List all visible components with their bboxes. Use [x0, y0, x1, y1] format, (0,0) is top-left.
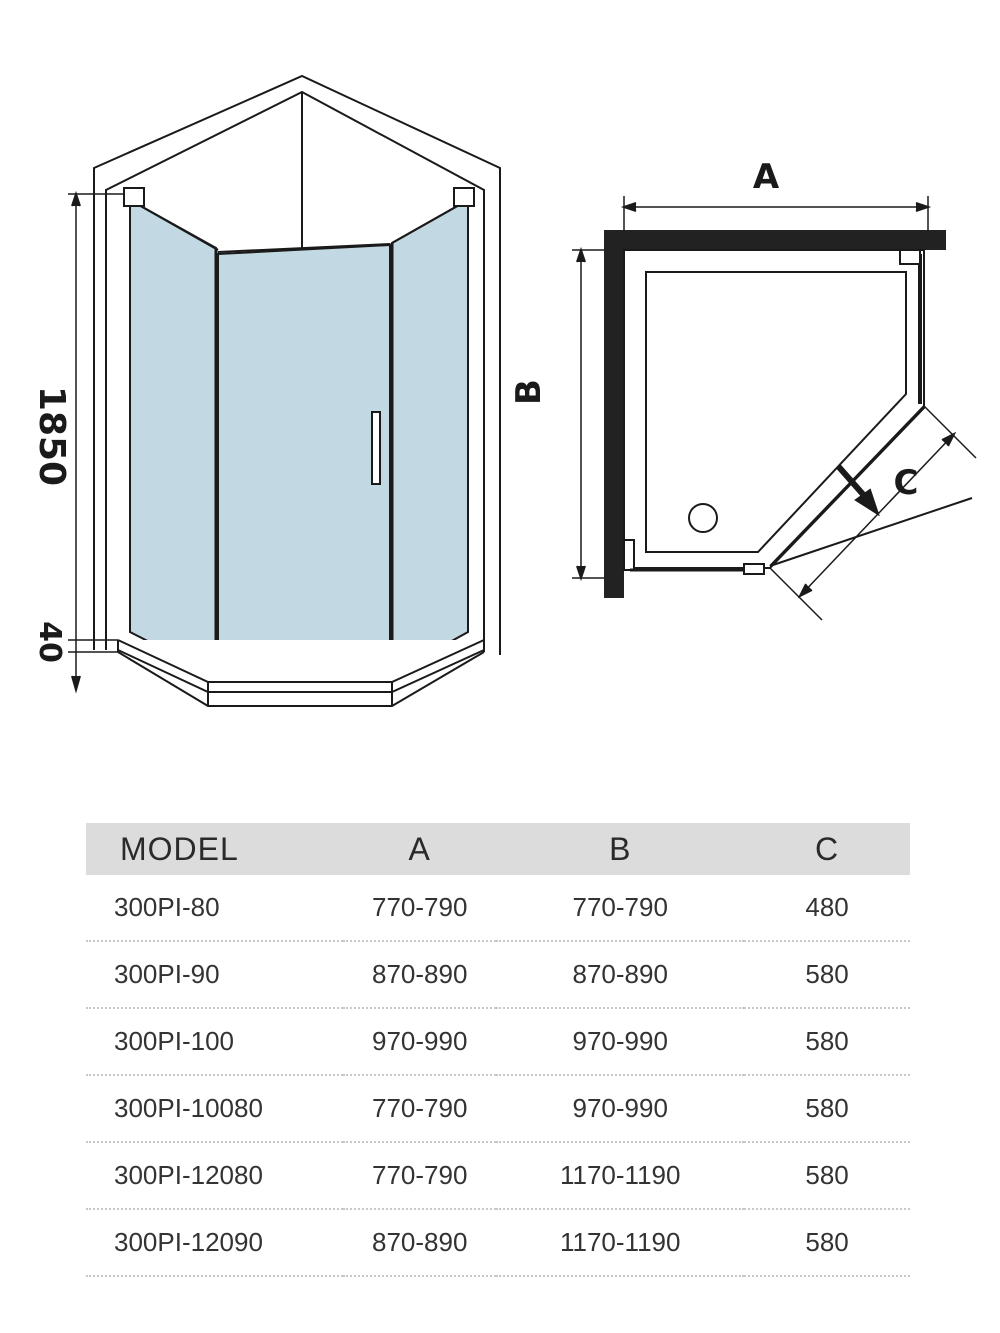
cell-a: 870-890	[343, 941, 497, 1009]
cell-b: 770-790	[496, 875, 745, 942]
plan-door-closed	[769, 405, 925, 567]
cell-c: 580	[744, 1209, 910, 1277]
shower-tray-top	[117, 639, 485, 683]
dim-label-c: C	[894, 463, 919, 503]
table-row: 300PI-100 970-990 970-990 580	[86, 1008, 910, 1076]
table-row: 300PI-12080 770-790 1170-1190 580	[86, 1142, 910, 1210]
cell-c: 580	[744, 1075, 910, 1143]
plan-hinge	[743, 563, 765, 575]
dim-c-arrow-bottom	[797, 583, 813, 599]
glass-door-panel	[217, 243, 391, 679]
wall-bracket-right	[453, 187, 475, 207]
cell-a: 970-990	[343, 1008, 497, 1076]
dim-b-arrow-bottom	[576, 565, 586, 582]
plan-tray-basin	[645, 271, 907, 553]
dim-label-a: A	[753, 157, 780, 197]
cell-b: 1170-1190	[496, 1142, 745, 1210]
plan-tray-outline	[623, 249, 925, 569]
top-edge-right	[391, 199, 469, 244]
header-a: A	[343, 823, 497, 875]
entry-arrow-head	[854, 488, 880, 517]
header-b: B	[496, 823, 745, 875]
plan-right-profile	[899, 249, 921, 265]
dim-height-arrow-bottom	[71, 675, 81, 694]
dim-label-b: B	[509, 379, 549, 405]
cell-model: 300PI-80	[86, 875, 344, 942]
cell-c: 580	[744, 1008, 910, 1076]
top-edge-left	[129, 199, 219, 251]
dim-label-40: 40	[32, 621, 67, 663]
cell-b: 870-890	[496, 941, 745, 1009]
cell-c: 580	[744, 1142, 910, 1210]
cell-a: 770-790	[343, 1075, 497, 1143]
cell-model: 300PI-100	[86, 1008, 344, 1076]
cell-model: 300PI-12080	[86, 1142, 344, 1210]
plan-wall-left	[604, 230, 624, 598]
table-row: 300PI-10080 770-790 970-990 580	[86, 1075, 910, 1143]
shower-enclosure-diagram: 1850 40	[31, 74, 977, 707]
cell-c: 580	[744, 941, 910, 1009]
table-header-row: MODEL A B C	[86, 823, 910, 875]
cell-model: 300PI-90	[86, 941, 344, 1009]
cell-a: 870-890	[343, 1209, 497, 1277]
perspective-view	[68, 74, 501, 707]
plan-wall-top	[604, 230, 946, 250]
dim-c-line	[799, 433, 955, 597]
dim-label-1850: 1850	[31, 386, 72, 486]
cell-a: 770-790	[343, 875, 497, 942]
dim-c-ext-bottom	[769, 567, 823, 621]
model-spec-table: MODEL A B C 300PI-80 770-790 770-790 480…	[86, 823, 910, 1277]
dim-c-ext-top	[923, 405, 977, 459]
cell-b: 1170-1190	[496, 1209, 745, 1277]
plan-view	[572, 196, 977, 621]
plan-drain	[688, 503, 718, 533]
dim-a-arrow-left	[620, 202, 637, 212]
glass-left-panel	[129, 198, 217, 678]
cell-model: 300PI-10080	[86, 1075, 344, 1143]
table-row: 300PI-80 770-790 770-790 480	[86, 875, 910, 942]
door-handle	[371, 411, 381, 485]
cell-b: 970-990	[496, 1075, 745, 1143]
plan-left-profile	[623, 539, 635, 571]
header-c: C	[744, 823, 910, 875]
dim-a-arrow-right	[915, 202, 932, 212]
cell-b: 970-990	[496, 1008, 745, 1076]
wall-outline-outer	[93, 74, 501, 655]
dim-height-arrow-top	[71, 190, 81, 207]
cell-model: 300PI-12090	[86, 1209, 344, 1277]
plan-door-open	[769, 497, 973, 567]
shower-tray-base	[117, 651, 485, 707]
table-row: 300PI-12090 870-890 1170-1190 580	[86, 1209, 910, 1277]
wall-bracket-left	[123, 187, 145, 207]
cell-a: 770-790	[343, 1142, 497, 1210]
header-model: MODEL	[86, 823, 344, 875]
shower-tray-bottom	[117, 649, 485, 693]
top-edge-mid	[217, 243, 391, 253]
glass-right-panel	[391, 198, 469, 676]
dim-b-arrow-top	[576, 246, 586, 263]
table-row: 300PI-90 870-890 870-890 580	[86, 941, 910, 1009]
dim-c-arrow-top	[941, 431, 957, 447]
cell-c: 480	[744, 875, 910, 942]
